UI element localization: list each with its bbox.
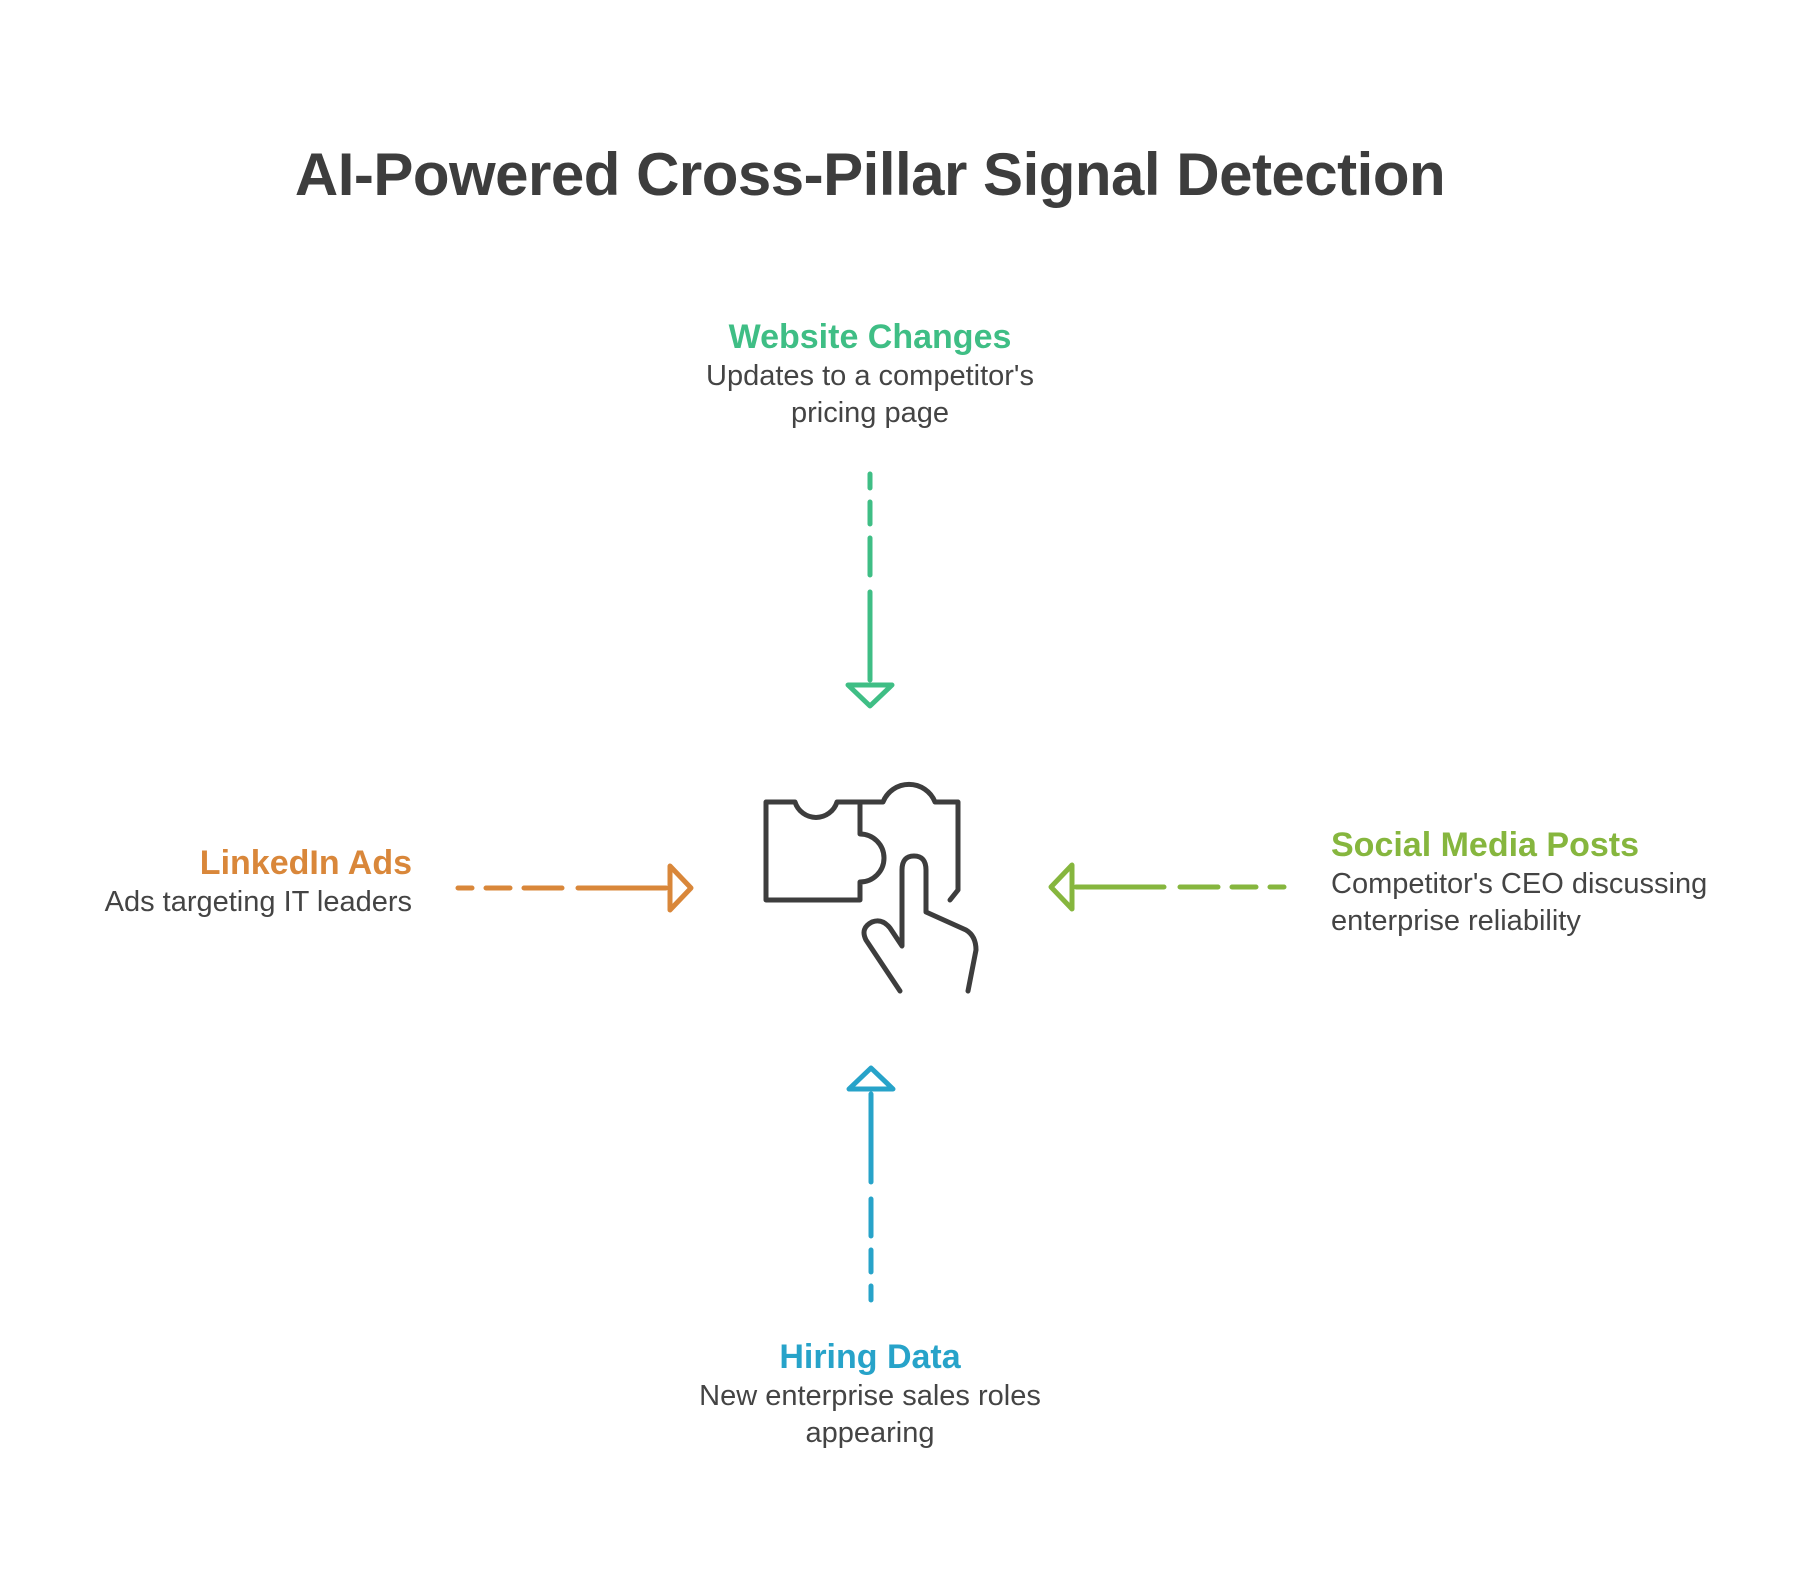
arrow-head	[845, 682, 895, 709]
arrow-down-website	[845, 471, 895, 709]
signal-linkedin-ads: LinkedIn Ads Ads targeting IT leaders	[40, 842, 412, 921]
arrow-right-linkedin	[455, 863, 694, 913]
arrow-head	[1048, 862, 1075, 912]
signal-website-changes: Website Changes Updates to a competitor'…	[660, 316, 1080, 432]
puzzle-piece-right	[857, 781, 961, 903]
signal-social-media-posts: Social Media Posts Competitor's CEO disc…	[1331, 824, 1791, 940]
arrow-head	[846, 1065, 896, 1092]
pointing-hand	[861, 853, 979, 994]
arrow-head	[667, 863, 694, 913]
signal-description: enterprise reliability	[1331, 905, 1581, 937]
signal-hiring-data: Hiring Data New enterprise sales roles a…	[660, 1336, 1080, 1452]
signal-description: New enterprise sales roles	[699, 1380, 1041, 1412]
signal-description: pricing page	[791, 397, 949, 429]
signal-description: Ads targeting IT leaders	[104, 886, 412, 918]
arrow-up-hiring	[846, 1065, 896, 1303]
signal-heading: Hiring Data	[779, 1338, 961, 1376]
puzzle-hand-icon	[763, 781, 979, 994]
signal-description: Updates to a competitor's	[706, 360, 1034, 392]
puzzle-piece-left	[763, 799, 887, 903]
page-title: AI-Powered Cross-Pillar Signal Detection	[294, 141, 1446, 208]
signal-heading: LinkedIn Ads	[199, 844, 412, 882]
arrow-left-social	[1048, 862, 1287, 912]
signal-description: appearing	[805, 1417, 935, 1449]
signal-heading: Website Changes	[728, 318, 1012, 356]
signal-description: Competitor's CEO discussing	[1331, 868, 1708, 900]
signal-heading: Social Media Posts	[1331, 826, 1639, 864]
